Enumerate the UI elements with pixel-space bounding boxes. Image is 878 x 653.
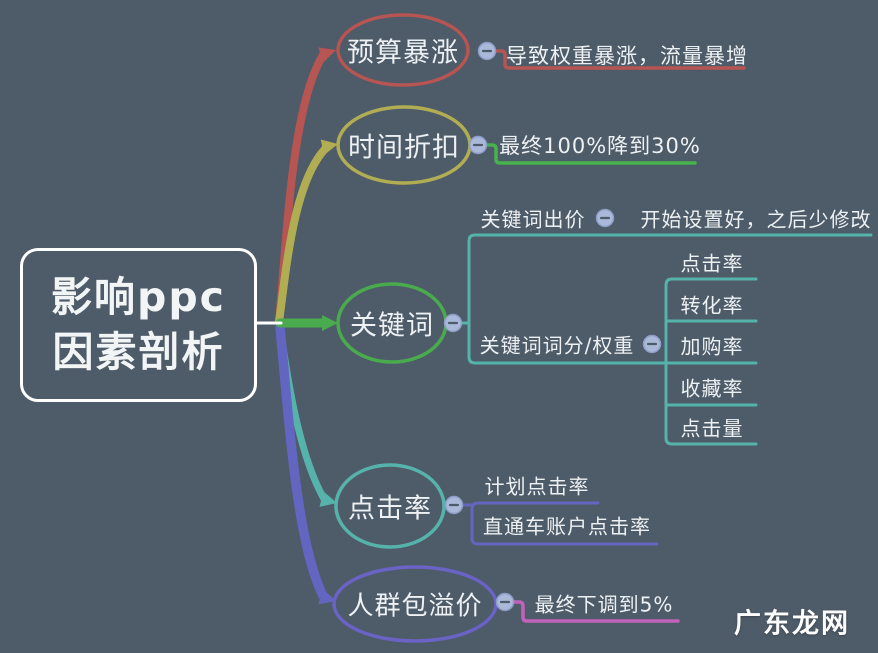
note-keyword-bid[interactable]: 开始设置好，之后少修改 [640,207,872,232]
collapse-minus-icon[interactable] [642,334,662,354]
node-keyword[interactable]: 关键词 [350,310,434,342]
arrowhead-ctr [319,491,337,507]
node-budget[interactable]: 预算暴涨 [347,37,459,69]
root-title-line1: 影响ppc [50,273,226,321]
branch-line-time-discount [275,144,330,326]
node-keyword-weight[interactable]: 关键词词分/权重 [479,333,635,358]
item-conversion-rate[interactable]: 转化率 [680,293,744,318]
collapse-minus-icon[interactable] [495,592,515,612]
node-ctr[interactable]: 点击率 [348,493,432,525]
node-keyword-bid[interactable]: 关键词出价 [480,207,586,232]
branch-line-crowd [275,322,328,601]
item-click-volume[interactable]: 点击量 [680,416,744,441]
ellipse-budget [336,13,470,87]
arrowhead-keyword [322,315,338,331]
note-line-crowd [512,600,680,623]
ellipse-ctr [334,463,446,549]
node-time-discount[interactable]: 时间折扣 [348,132,460,164]
item-plan-ctr[interactable]: 计划点击率 [484,474,590,499]
arrowhead-crowd [318,588,336,605]
collapse-minus-icon[interactable] [468,135,488,155]
item-favorite-rate[interactable]: 收藏率 [680,376,744,401]
note-time-discount[interactable]: 最终100%降到30% [499,134,701,158]
collapse-minus-icon[interactable] [595,208,615,228]
collapse-minus-icon[interactable] [477,41,497,61]
note-line-time-discount [484,143,697,165]
note-crowd[interactable]: 最终下调到5% [534,592,674,617]
note-line-budget [493,49,746,70]
ctr-bracket [470,501,659,546]
item-account-ctr[interactable]: 直通车账户点击率 [483,514,651,539]
keyword-bracket [467,233,873,365]
watermark-logo: 广东龙网 [734,608,850,640]
root-title-line2: 因素剖析 [52,328,225,376]
collapse-minus-icon[interactable] [443,313,463,333]
note-budget[interactable]: 导致权重暴涨，流量暴增 [506,44,748,68]
root-node[interactable]: 影响ppc 因素剖析 [20,248,257,402]
arrowhead-budget [318,47,336,63]
item-add-cart-rate[interactable]: 加购率 [680,334,744,359]
item-click-rate[interactable]: 点击率 [680,251,744,276]
arrowhead-time-discount [320,139,338,156]
collapse-minus-icon[interactable] [444,495,464,515]
node-crowd[interactable]: 人群包溢价 [347,591,483,622]
